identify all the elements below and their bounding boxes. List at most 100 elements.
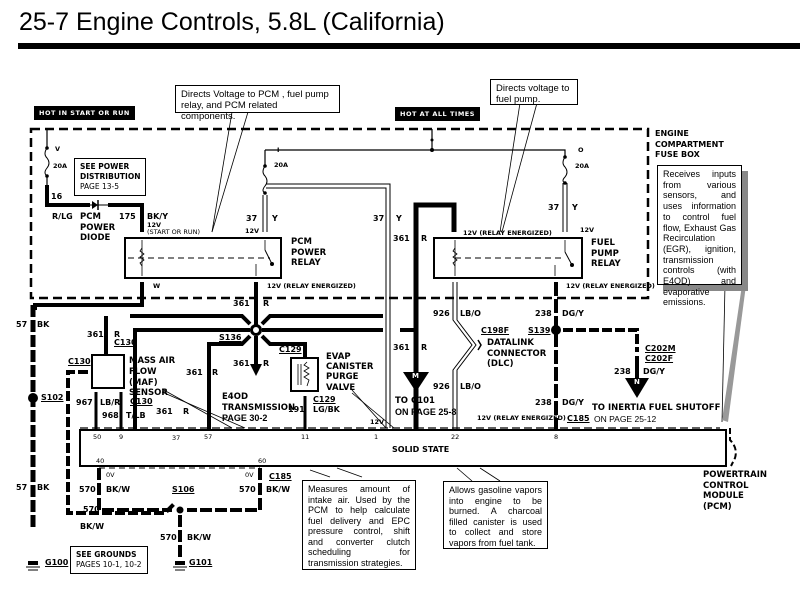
wire-label-238-a: 238 [535, 309, 552, 318]
wire-w [33, 282, 144, 310]
volt-start-run-sub: (START OR RUN) [147, 228, 201, 236]
pcm-pin-57: 57 [204, 433, 213, 441]
to-c101-label[interactable]: TO C101 ON PAGE 25-8 [395, 396, 457, 417]
arrow-e4od [250, 364, 262, 376]
pcm-relay-label: PCM POWER RELAY [291, 237, 327, 268]
wire-label-37-c: 37 [548, 203, 560, 212]
wire-label-361-e: 361 [156, 407, 173, 416]
pcm-pin-11: 11 [301, 433, 310, 441]
wire-label-lbr: LB/R [100, 398, 121, 407]
wire-label-570-d: 570 [160, 533, 177, 542]
wire-570-left [97, 468, 172, 512]
splice-s139-label: S139 [528, 326, 551, 335]
see-power-box[interactable]: SEE POWER DISTRIBUTION PAGE 13-5 [74, 158, 147, 196]
wire-label-361-a: 361 [233, 299, 250, 308]
wire-label-57: 57 [16, 320, 28, 329]
wire-label-968: 968 [102, 411, 119, 420]
volt-relay-energized-fp-in: 12V (RELAY ENERGIZED) [463, 229, 552, 237]
connector-c202f: C202F [645, 354, 674, 363]
pcm-pin-22: 22 [451, 433, 460, 441]
pcm-pin-60: 60 [258, 457, 267, 465]
pcm-pin-9: 9 [119, 433, 124, 441]
connector-c198f: C198F [481, 326, 510, 335]
hot-all-times-label: HOT AT ALL TIMES [395, 107, 480, 121]
pcm-pin-8: 8 [554, 433, 559, 441]
pcm-pin-40: 40 [96, 457, 105, 465]
evap-label: EVAP CANISTER PURGE VALVE [326, 352, 374, 393]
connector-c129-a: C129 [279, 345, 302, 354]
wire-label-57-b: 57 [16, 483, 28, 492]
wire-label-rlg: R/LG [52, 212, 73, 221]
wire-label-y-a: Y [272, 214, 278, 223]
bus-hot-at-all-times [265, 149, 566, 157]
wire-label-570-a: 570 [79, 485, 96, 494]
wire-label-16: 16 [51, 192, 63, 201]
volt-0v-b: 0V [245, 471, 254, 479]
splice-s106-label: S106 [172, 485, 195, 494]
maf-label: MASS AIR FLOW (MAF) SENSOR [129, 356, 176, 399]
wire-label-bkw-b: BK/W [266, 485, 291, 494]
note-fuel-pump: Directs voltage to fuel pump. [490, 79, 578, 105]
fuse-o-rating: 20A [575, 162, 590, 170]
fuse-o [562, 155, 568, 185]
connector-c130-c: C130 [130, 397, 153, 406]
connector-c129-b: C129 [313, 395, 336, 404]
e4od-label[interactable]: E4OD TRANSMISSION PAGE 30-2 [222, 392, 296, 423]
ground-g100-icon [26, 561, 40, 571]
diode-icon [90, 200, 108, 210]
wire-label-175: 175 [119, 212, 136, 221]
wire-label-r-fp: R [421, 234, 428, 243]
wire-label-r-b: R [263, 359, 270, 368]
splice-s102-label: S102 [41, 393, 64, 402]
wire-label-w: W [153, 282, 161, 290]
pcm-module [79, 429, 727, 467]
wire-926 [452, 282, 473, 430]
wire-label-926-b: 926 [433, 382, 450, 391]
see-grounds-box[interactable]: SEE GROUNDS PAGES 10-1, 10-2 [70, 546, 148, 574]
pcm-diode-label: PCM POWER DIODE [80, 212, 116, 243]
connector-c130-a: C130 [114, 338, 137, 347]
wire-label-361-maf: 361 [87, 330, 104, 339]
wire-label-967: 967 [76, 398, 93, 407]
evap-valve [290, 357, 319, 392]
connector-m [403, 372, 429, 392]
wire-label-lbo-b: LB/O [460, 382, 481, 391]
wire-label-bkw-a: BK/W [106, 485, 131, 494]
wire-label-238-c: 238 [535, 398, 552, 407]
ground-g101-label: G101 [189, 558, 213, 567]
fuse-v-id: V [55, 145, 61, 153]
wire-label-dgy-b: DG/Y [643, 367, 665, 376]
volt-12v-c: 12V [580, 226, 595, 234]
volt-12v-a: 12V [245, 227, 260, 235]
wire-label-r-maf: R [114, 330, 121, 339]
wire-label-191: 191 [288, 405, 305, 414]
pcm-label: POWERTRAIN CONTROL MODULE (PCM) [703, 470, 767, 512]
wire-label-r-c: R [212, 368, 219, 377]
fuse-v-rating: 20A [53, 162, 68, 170]
wire-label-y-b: Y [396, 214, 402, 223]
to-inertia-label[interactable]: TO INERTIA FUEL SHUTOFF [592, 403, 721, 413]
maf-sensor [91, 354, 125, 389]
connector-n-label: N [634, 378, 640, 386]
connector-n [625, 378, 649, 398]
connector-c202m: C202M [645, 344, 676, 353]
connector-c185-b: C185 [269, 472, 292, 481]
volt-start-run: 12V [147, 221, 162, 229]
wire-label-570-c: 570 [83, 505, 100, 514]
connector-c185-a: C185 [567, 414, 590, 423]
wire-label-lbo-a: LB/O [460, 309, 481, 318]
wire-175 [108, 203, 144, 232]
to-inertia-page[interactable]: ON PAGE 25-12 [594, 414, 657, 424]
note-evap: Allows gasoline vapors into engine to be… [443, 481, 548, 549]
hot-start-run-label: HOT IN START OR RUN [34, 106, 135, 120]
fuse-i-id: I [277, 146, 280, 154]
volt-12v-pin1: 12V [370, 418, 385, 426]
volt-relay-energized-pin8: 12V (RELAY ENERGIZED) [477, 414, 566, 422]
wire-label-37-a: 37 [246, 214, 258, 223]
fuse-o-id: O [578, 146, 584, 154]
fuse-box-label: ENGINE COMPARTMENT FUSE BOX [655, 129, 724, 159]
wire-label-dgy-a: DG/Y [562, 309, 584, 318]
splice-s136-label: S136 [219, 333, 242, 342]
pcm-state: SOLID STATE [392, 445, 450, 454]
